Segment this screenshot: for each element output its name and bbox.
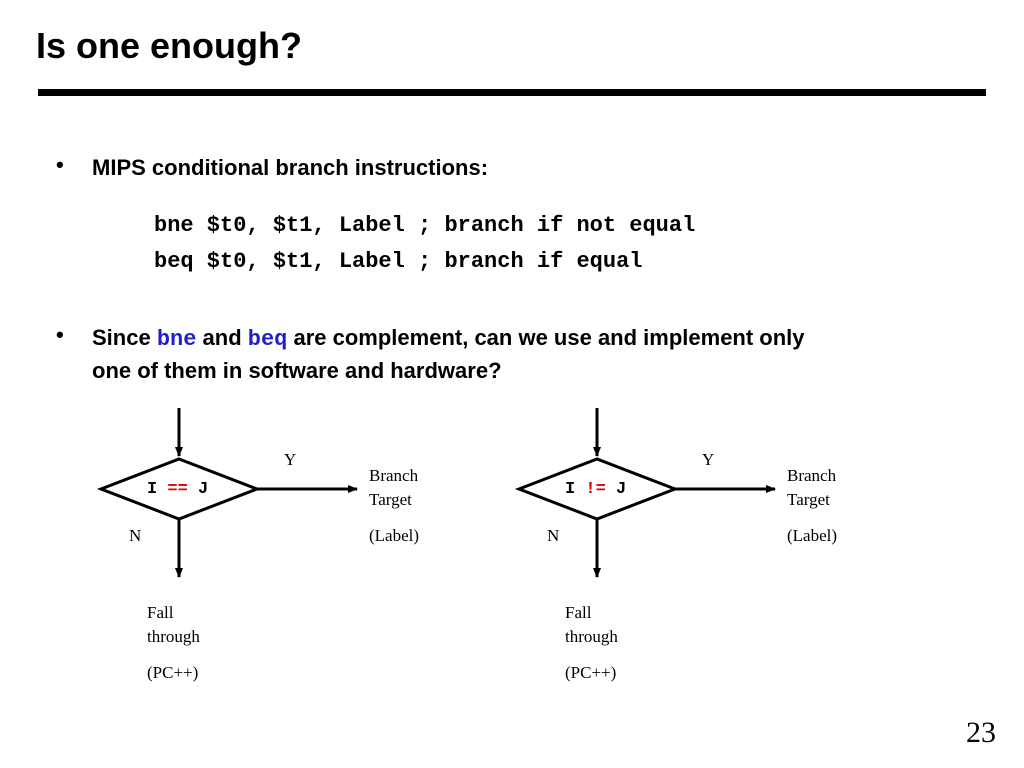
bullet-dot: • <box>56 322 64 347</box>
yes-label: Y <box>284 450 297 469</box>
code-line-beq: beq $t0, $t1, Label ; branch if equal <box>154 249 643 274</box>
no-label: N <box>129 526 142 545</box>
title-divider <box>38 89 986 96</box>
bullet-text: MIPS conditional branch instructions: <box>92 155 489 180</box>
bullet-text-part: are complement, can we use and implement… <box>287 325 805 350</box>
flowchart-right <box>514 408 776 578</box>
yes-label: Y <box>702 450 715 469</box>
condition-equal: I == J <box>147 480 209 499</box>
page-title: Is one enough? <box>36 25 302 66</box>
fall-through-label: Fall through (PC++) <box>565 603 618 682</box>
branch-target-label: Branch Target (Label) <box>787 466 838 545</box>
condition-not-equal: I != J <box>565 480 627 499</box>
page-number: 23 <box>966 716 996 749</box>
fall-through-label: Fall through (PC++) <box>147 603 200 682</box>
code-line-bne: bne $t0, $t1, Label ; branch if not equa… <box>154 213 696 238</box>
bullet-text-part: Since <box>92 325 157 350</box>
bullet-text: Since bne and beq are complement, can we… <box>92 322 805 386</box>
branch-target-label: Branch Target (Label) <box>369 466 420 545</box>
bullet-text-part: and <box>196 325 248 350</box>
flowchart-left <box>96 408 358 578</box>
bullet-dot: • <box>56 152 64 177</box>
keyword-beq: beq <box>247 327 288 352</box>
operator-equal: == <box>167 480 188 499</box>
operator-not-equal: != <box>585 480 606 499</box>
no-label: N <box>547 526 560 545</box>
bullet-text-line2: one of them in software and hardware? <box>92 358 502 383</box>
keyword-bne: bne <box>156 327 197 352</box>
